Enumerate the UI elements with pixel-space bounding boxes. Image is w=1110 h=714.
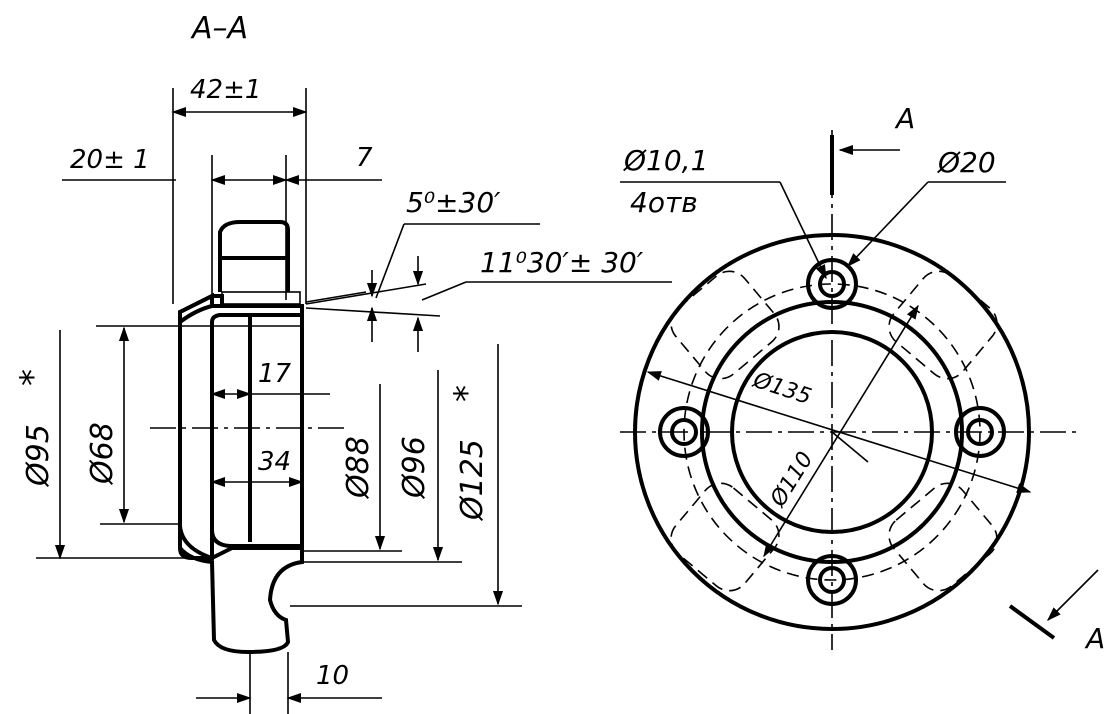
top-seal-body	[218, 258, 290, 292]
dia-96-group: Ø96	[397, 436, 432, 500]
dia-88-group: Ø88	[341, 436, 376, 500]
top-seal-insert	[221, 291, 301, 305]
section-title: A–A	[190, 11, 248, 46]
dia-95-group: Ø95 *	[13, 369, 56, 488]
bottom-10-label: 10	[316, 661, 349, 691]
top-lip	[178, 294, 224, 326]
housing-bore	[210, 322, 302, 548]
section-view: A–A	[13, 11, 672, 714]
angle-large-label: 11⁰30′± 30′	[480, 246, 644, 279]
cut-arrow-bottom	[1008, 569, 1099, 640]
dimension-lines	[54, 106, 672, 704]
cut-label-bottom: A	[1084, 622, 1105, 655]
cut-label-top: A	[894, 102, 915, 135]
dia-125-star: *	[447, 385, 487, 402]
inner-len-17-label: 17	[258, 359, 292, 389]
dia-68-label: Ø68	[85, 422, 120, 486]
dia-68-group: Ø68	[85, 422, 120, 486]
front-view: Ø10,1 4отв Ø20 A A Ø135 Ø110	[620, 102, 1105, 655]
hole-count-label: 4отв	[630, 186, 698, 219]
bolt-circle-label: Ø135	[749, 368, 814, 410]
dia-95-star: *	[13, 369, 53, 386]
dia-125-label: Ø125	[455, 439, 490, 522]
angle-small-label: 5⁰±30′	[406, 186, 501, 219]
width-right-label: 7	[356, 143, 373, 173]
front-dimension-lines	[620, 144, 1032, 558]
hole-dia-label: Ø10,1	[623, 144, 708, 177]
dia-125-group: Ø125 *	[447, 385, 490, 522]
dia-88-label: Ø88	[341, 436, 376, 500]
dia-96-label: Ø96	[397, 436, 432, 500]
bottom-seal	[178, 525, 304, 655]
width-left-label: 20± 1	[70, 145, 150, 175]
top-seal	[218, 220, 290, 260]
extension-lines	[36, 88, 522, 714]
boss-dia-label: Ø20	[937, 146, 996, 179]
inner-len-34-label: 34	[258, 447, 291, 477]
dia-95-label: Ø95	[21, 424, 56, 488]
width-overall-label: 42±1	[190, 75, 261, 105]
housing-outline	[178, 292, 304, 560]
